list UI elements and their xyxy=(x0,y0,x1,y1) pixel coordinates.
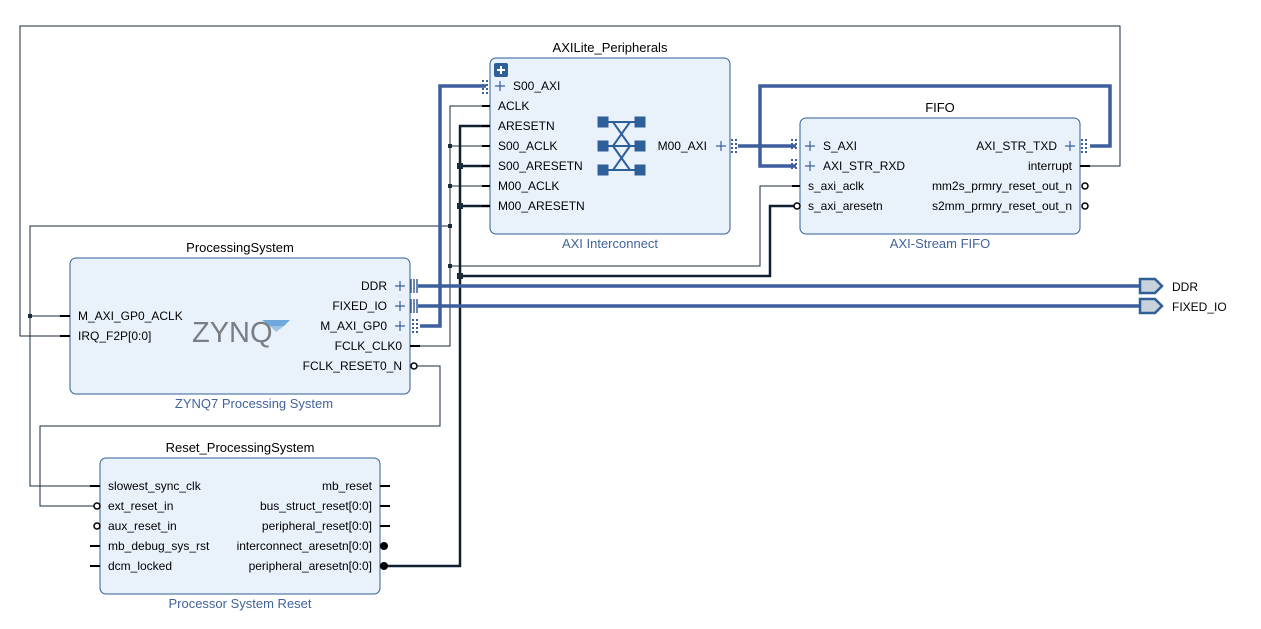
pin-peripheral-reset[interactable]: peripheral_reset[0:0] xyxy=(262,519,390,533)
block-title: Reset_ProcessingSystem xyxy=(166,440,315,455)
pin-fclk-clk0[interactable]: FCLK_CLK0 xyxy=(335,339,420,353)
block-fifo[interactable]: FIFO S_AXI AXI_STR_RXD s_axi_aclk s_axi_… xyxy=(791,100,1090,251)
block-type: ZYNQ7 Processing System xyxy=(175,396,333,411)
svg-text:dcm_locked: dcm_locked xyxy=(108,559,172,573)
pin-s00-aclk[interactable]: S00_ACLK xyxy=(498,139,557,153)
pin-m00-aclk[interactable]: M00_ACLK xyxy=(498,179,559,193)
svg-text:DDR: DDR xyxy=(361,279,387,293)
pin-mb-reset[interactable]: mb_reset xyxy=(322,479,390,493)
wire-fclk-reset[interactable] xyxy=(39,365,441,507)
pin-axi-str-txd[interactable]: AXI_STR_TXD xyxy=(976,139,1087,153)
block-processing-system[interactable]: ProcessingSystem M_AXI_GP0_ACLK IRQ_F2P[… xyxy=(60,240,420,411)
pin-axi-str-rxd[interactable]: AXI_STR_RXD xyxy=(791,159,905,173)
pin-mm2s-prmry-reset-out-n[interactable]: mm2s_prmry_reset_out_n xyxy=(932,179,1089,193)
svg-text:ZYNQ: ZYNQ xyxy=(192,317,273,349)
pin-interconnect-aresetn[interactable]: interconnect_aresetn[0:0] xyxy=(237,539,388,553)
axilite-pin-stubs xyxy=(482,105,490,207)
svg-text:peripheral_aresetn[0:0]: peripheral_aresetn[0:0] xyxy=(249,559,372,573)
pin-ext-reset-in[interactable]: ext_reset_in xyxy=(93,499,173,513)
pin-m-axi-gp0-aclk[interactable]: M_AXI_GP0_ACLK xyxy=(60,309,183,323)
pin-s00-aresetn[interactable]: S00_ARESETN xyxy=(498,159,583,173)
svg-text:s_axi_aclk: s_axi_aclk xyxy=(808,179,865,193)
wires xyxy=(19,25,1121,568)
svg-text:M00_ARESETN: M00_ARESETN xyxy=(498,199,585,213)
pin-peripheral-aresetn[interactable]: peripheral_aresetn[0:0] xyxy=(249,559,388,573)
svg-text:S00_ARESETN: S00_ARESETN xyxy=(498,159,583,173)
pin-s-axi-aresetn[interactable]: s_axi_aresetn xyxy=(793,199,883,213)
pin-s00-axi[interactable]: S00_AXI xyxy=(482,79,560,94)
bus-m-axi-gp0[interactable] xyxy=(420,84,486,328)
svg-text:M_AXI_GP0: M_AXI_GP0 xyxy=(320,319,387,333)
svg-text:bus_struct_reset[0:0]: bus_struct_reset[0:0] xyxy=(260,499,372,513)
svg-text:mb_debug_sys_rst: mb_debug_sys_rst xyxy=(108,539,210,553)
port-fixed-io[interactable]: FIXED_IO xyxy=(1138,297,1227,315)
block-type: AXI-Stream FIFO xyxy=(890,236,990,251)
svg-text:FCLK_CLK0: FCLK_CLK0 xyxy=(335,339,403,353)
pin-interrupt[interactable]: interrupt xyxy=(1028,159,1090,173)
expand-icon[interactable] xyxy=(494,63,508,77)
pin-irq-f2p[interactable]: IRQ_F2P[0:0] xyxy=(60,329,151,343)
pin-aclk[interactable]: ACLK xyxy=(498,99,529,113)
svg-text:interrupt: interrupt xyxy=(1028,159,1073,173)
pin-slowest-sync-clk[interactable]: slowest_sync_clk xyxy=(90,479,202,493)
pin-s2mm-prmry-reset-out-n[interactable]: s2mm_prmry_reset_out_n xyxy=(932,199,1089,213)
port-ddr-label: DDR xyxy=(1172,280,1198,294)
bus-axi-stream[interactable] xyxy=(758,84,1112,168)
port-ddr[interactable]: DDR xyxy=(1138,277,1198,295)
block-type: AXI Interconnect xyxy=(562,236,658,251)
wire-interrupt[interactable] xyxy=(19,25,1121,337)
svg-text:ARESETN: ARESETN xyxy=(498,119,555,133)
svg-text:AXI_STR_TXD: AXI_STR_TXD xyxy=(976,139,1057,153)
svg-text:S_AXI: S_AXI xyxy=(823,139,857,153)
crossbar-icon xyxy=(597,116,646,176)
pin-fclk-reset0-n[interactable]: FCLK_RESET0_N xyxy=(303,359,418,373)
svg-text:s2mm_prmry_reset_out_n: s2mm_prmry_reset_out_n xyxy=(932,199,1072,213)
pin-m-axi-gp0[interactable]: M_AXI_GP0 xyxy=(320,319,418,333)
block-axilite-peripherals[interactable]: AXILite_Peripherals S00_AXI ACLK ARESETN… xyxy=(482,40,737,251)
svg-text:AXI_STR_RXD: AXI_STR_RXD xyxy=(823,159,905,173)
svg-text:S00_AXI: S00_AXI xyxy=(513,79,560,93)
pin-m00-aresetn[interactable]: M00_ARESETN xyxy=(498,199,585,213)
block-reset-processing-system[interactable]: Reset_ProcessingSystem slowest_sync_clk … xyxy=(90,440,390,611)
svg-text:interconnect_aresetn[0:0]: interconnect_aresetn[0:0] xyxy=(237,539,372,553)
pin-s-axi-aclk[interactable]: s_axi_aclk xyxy=(792,179,865,193)
svg-text:M00_ACLK: M00_ACLK xyxy=(498,179,559,193)
svg-text:mb_reset: mb_reset xyxy=(322,479,373,493)
block-title: FIFO xyxy=(925,100,955,115)
pin-fixed-io[interactable]: FIXED_IO xyxy=(332,299,418,313)
wire-peripheral-aresetn[interactable] xyxy=(384,124,490,568)
pin-ddr[interactable]: DDR xyxy=(361,279,418,293)
port-fixed-io-label: FIXED_IO xyxy=(1172,300,1227,314)
svg-text:M00_AXI: M00_AXI xyxy=(658,139,707,153)
pin-mb-debug-sys-rst[interactable]: mb_debug_sys_rst xyxy=(90,539,210,553)
block-type: Processor System Reset xyxy=(168,596,311,611)
svg-text:IRQ_F2P[0:0]: IRQ_F2P[0:0] xyxy=(78,329,151,343)
block-title: ProcessingSystem xyxy=(186,240,294,255)
block-title: AXILite_Peripherals xyxy=(553,40,668,55)
pin-m00-axi[interactable]: M00_AXI xyxy=(658,139,737,153)
pin-aux-reset-in[interactable]: aux_reset_in xyxy=(93,519,177,533)
svg-text:FCLK_RESET0_N: FCLK_RESET0_N xyxy=(303,359,402,373)
svg-text:S00_ACLK: S00_ACLK xyxy=(498,139,557,153)
svg-text:ext_reset_in: ext_reset_in xyxy=(108,499,173,513)
svg-text:FIXED_IO: FIXED_IO xyxy=(332,299,387,313)
buses xyxy=(418,84,1140,328)
pin-dcm-locked[interactable]: dcm_locked xyxy=(90,559,172,573)
svg-text:M_AXI_GP0_ACLK: M_AXI_GP0_ACLK xyxy=(78,309,183,323)
svg-text:mm2s_prmry_reset_out_n: mm2s_prmry_reset_out_n xyxy=(932,179,1072,193)
svg-text:slowest_sync_clk: slowest_sync_clk xyxy=(108,479,202,493)
pin-aresetn[interactable]: ARESETN xyxy=(498,119,555,133)
svg-text:aux_reset_in: aux_reset_in xyxy=(108,519,177,533)
svg-text:ACLK: ACLK xyxy=(498,99,529,113)
pin-bus-struct-reset[interactable]: bus_struct_reset[0:0] xyxy=(260,499,390,513)
zynq-logo: ZYNQ xyxy=(192,317,290,349)
svg-text:peripheral_reset[0:0]: peripheral_reset[0:0] xyxy=(262,519,372,533)
pin-s-axi[interactable]: S_AXI xyxy=(791,139,857,153)
svg-text:s_axi_aresetn: s_axi_aresetn xyxy=(808,199,883,213)
